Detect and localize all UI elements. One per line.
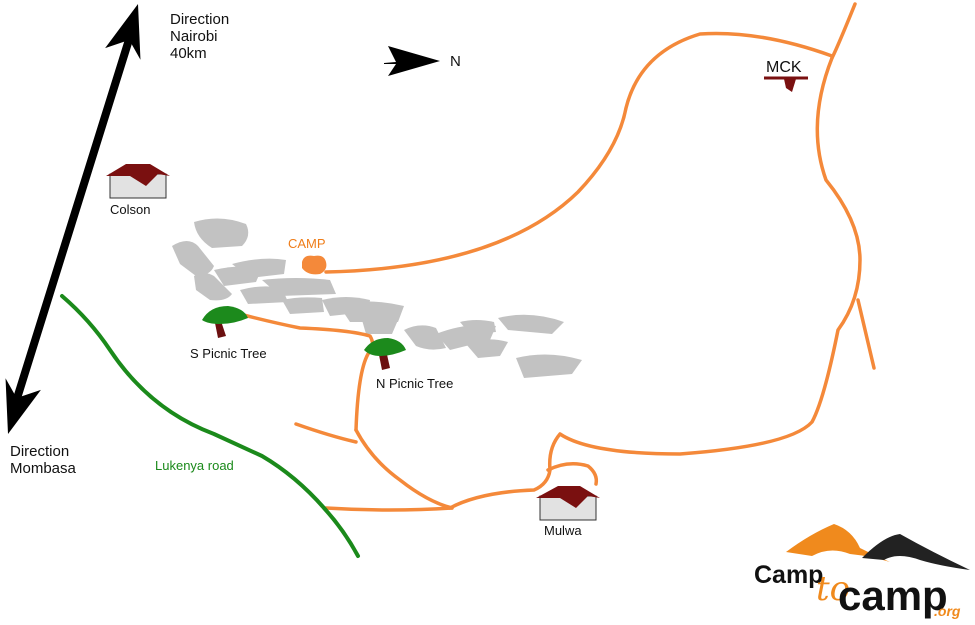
camp-label: CAMP (288, 236, 326, 251)
north-arrow-icon (384, 46, 440, 76)
rock-outcrops (172, 218, 582, 378)
track-mulwa-loop (546, 462, 599, 486)
direction-mombasa-label: Direction Mombasa (10, 443, 77, 477)
logo-to: to (816, 569, 850, 609)
track-s-picnic-to-n-picnic (230, 310, 375, 432)
rock-outcrop (466, 339, 508, 358)
camp-marker-icon (302, 255, 327, 275)
colson-building-icon (106, 164, 170, 199)
logo-camp-big: camp (838, 572, 948, 619)
rock-outcrop (172, 241, 214, 276)
rock-outcrop (232, 258, 286, 278)
rock-outcrop (460, 320, 496, 334)
camptocamp-logo: Camp to camp .org (754, 524, 970, 619)
mountain-black-icon (862, 534, 970, 570)
track-south-road (324, 506, 454, 512)
north-label: N (450, 53, 461, 70)
track-mck-north (830, 2, 857, 60)
mountain-orange-icon (786, 524, 890, 562)
colson-label: Colson (110, 202, 150, 217)
arrowhead-south-icon (5, 378, 41, 434)
lukenya-road-line (60, 294, 360, 558)
rock-outcrop (282, 297, 324, 314)
track-camp-to-mck (324, 31, 834, 274)
mulwa-label: Mulwa (544, 523, 582, 538)
tracks (230, 2, 876, 512)
n-picnic-tree-label: N Picnic Tree (376, 376, 453, 391)
rock-outcrop (362, 318, 398, 334)
logo-camp-small: Camp (754, 561, 823, 589)
rock-outcrop (516, 354, 582, 378)
rock-outcrop (404, 325, 446, 350)
rock-outcrop (338, 301, 404, 322)
track-east-loop (448, 56, 862, 510)
rock-outcrop (262, 278, 336, 296)
n-picnic-tree-icon (364, 338, 406, 370)
track-n-picnic-south (354, 428, 454, 510)
rock-outcrop (498, 314, 564, 334)
mck-label: MCK (766, 59, 802, 76)
s-picnic-tree-label: S Picnic Tree (190, 346, 267, 361)
track-east-spur (856, 298, 876, 370)
north-arrow (384, 46, 440, 76)
mck-marker-icon (764, 76, 808, 92)
direction-arrow (5, 4, 141, 434)
rock-outcrop (194, 218, 249, 248)
s-picnic-tree-icon (202, 306, 248, 338)
arrowhead-north-icon (105, 4, 141, 60)
mulwa-building-icon (536, 486, 600, 521)
track-west-spur (294, 422, 358, 444)
rock-outcrop (194, 273, 232, 301)
lukenya-road-label: Lukenya road (155, 458, 234, 473)
logo-org: .org (934, 603, 961, 619)
direction-nairobi-label: Direction Nairobi 40km (170, 11, 233, 62)
